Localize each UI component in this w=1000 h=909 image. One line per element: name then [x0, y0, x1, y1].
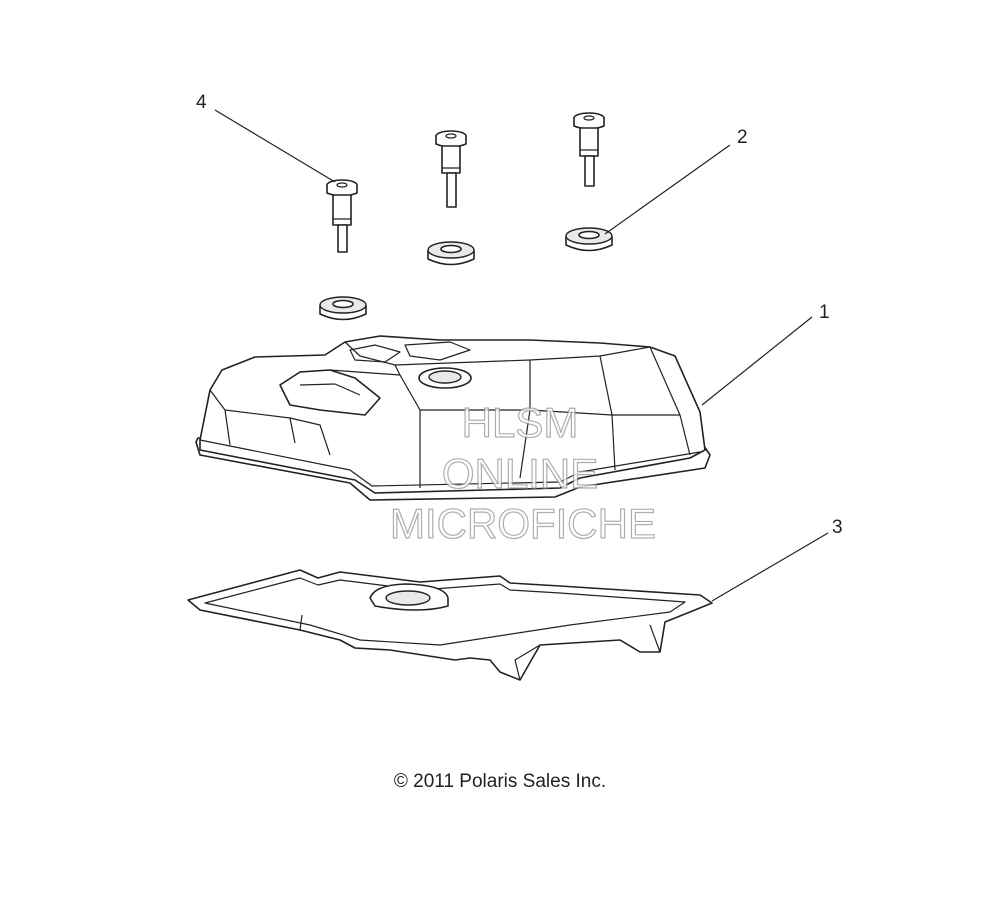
callout-2: 2: [737, 127, 748, 148]
bolt-center: [435, 130, 467, 208]
grommet-left: [319, 296, 367, 321]
copyright-footer: © 2011 Polaris Sales Inc.: [393, 771, 607, 792]
valve-cover: [195, 335, 711, 501]
leader-3: [711, 532, 829, 602]
leader-lines: [214, 109, 829, 602]
leader-4: [214, 109, 336, 183]
gasket: [187, 569, 713, 681]
bolt-left: [326, 179, 358, 253]
watermark-line-1: HLSM: [462, 399, 579, 446]
watermark-line-3: MICROFICHE: [390, 500, 656, 547]
grommet-center: [427, 241, 475, 266]
callout-4: 4: [196, 92, 207, 113]
callout-3: 3: [832, 517, 843, 538]
grommet-right: [565, 227, 613, 252]
bolt-right: [573, 112, 605, 187]
leader-1: [701, 316, 813, 406]
watermark-line-2: ONLINE: [442, 450, 598, 497]
leader-2: [604, 144, 731, 235]
callout-1: 1: [819, 302, 830, 323]
